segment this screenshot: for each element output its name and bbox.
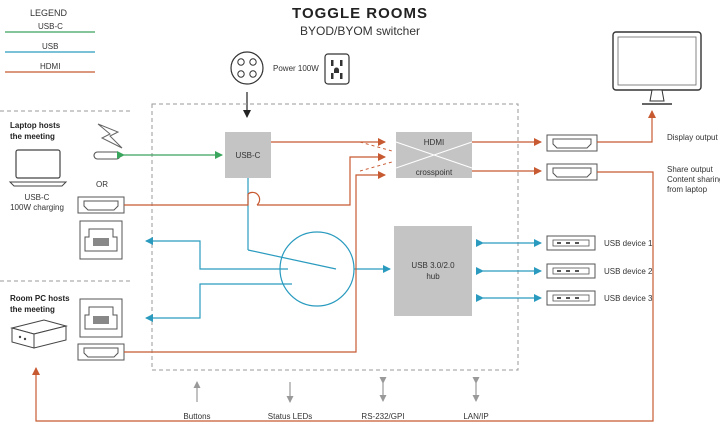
laptop-usb-b-port-icon [79,220,123,260]
usb-switch-circle [279,231,355,307]
roompc-usb-b-port-icon [79,298,123,338]
usb-device-1-label: USB device 1 [604,239,653,248]
diagram-subtitle: BYOD/BYOM switcher [300,24,420,38]
crosspoint-line-b [395,141,473,169]
usbc-block-label: USB-C [236,151,261,160]
usb-device-3-label: USB device 3 [604,294,653,303]
display-output-label: Display output [667,133,718,142]
laptop-title-line1: Laptop hosts [10,121,61,130]
laptop-title-line2: the meeting [10,132,55,141]
share-hdmi-port-icon [546,163,598,181]
usb-device-2-port-icon [546,263,596,279]
laptop-hdmi-port-icon [77,196,125,214]
display-hdmi-port-icon [546,134,598,152]
lan-label: LAN/IP [463,412,488,421]
share-output-loop-line [32,171,654,422]
diagram-title: TOGGLE ROOMS [292,5,428,22]
crosspoint-dash-a [359,141,393,152]
laptop-hdmi-line-b [257,153,386,206]
power-label: Power 100W [273,64,319,73]
legend-label-usbc: USB-C [38,22,63,31]
roompc-title-line1: Room PC hosts [10,294,70,303]
usb-hub-label-line2: hub [426,272,440,281]
usb-hub-label-line1: USB 3.0/2.0 [411,261,455,270]
status-leds-label: Status LEDs [268,412,312,421]
usb-switch-lever [247,249,337,270]
usbc-port-icon [93,151,121,160]
share-output-line1: Share output [667,165,714,174]
roompc-title-line2: the meeting [10,305,55,314]
roompc-hdmi-port-icon [77,343,125,361]
display-to-monitor-line [597,110,656,143]
hdmi-block-label: HDMI [424,138,444,147]
or-label: OR [96,180,108,189]
crosspoint-dash-b [359,161,393,172]
usb-device-3-port-icon [546,290,596,306]
laptop-charging-line1: USB-C [25,193,50,202]
share-output-line2: Content sharing [667,175,720,184]
usb-device-1-port-icon [546,235,596,251]
laptop-hdmi-line-a [124,194,249,206]
hdmi-line-hop [247,191,261,206]
room-pc-icon [10,319,68,349]
roompc-hdmi-line [124,171,386,353]
usbc-block [225,132,271,178]
legend-label-hdmi: HDMI [40,62,60,71]
laptop-charging-line2: 100W charging [10,203,64,212]
crosspoint-block-label: crosspoint [416,168,453,177]
power-connector-icon [230,51,264,85]
laptop-icon [8,149,68,187]
usb-hub-block [394,226,472,316]
usb-device-2-label: USB device 2 [604,267,653,276]
legend-label-usb: USB [42,42,58,51]
rs232-label: RS-232/GPI [361,412,404,421]
roompc-usb-line [145,283,292,322]
buttons-label: Buttons [183,412,210,421]
charging-bolt-icon [97,123,123,149]
legend-heading: LEGEND [30,8,68,18]
laptop-usb-line [145,237,288,270]
power-outlet-icon [324,53,350,85]
share-output-line3: from laptop [667,185,708,194]
display-monitor-icon [612,31,702,105]
